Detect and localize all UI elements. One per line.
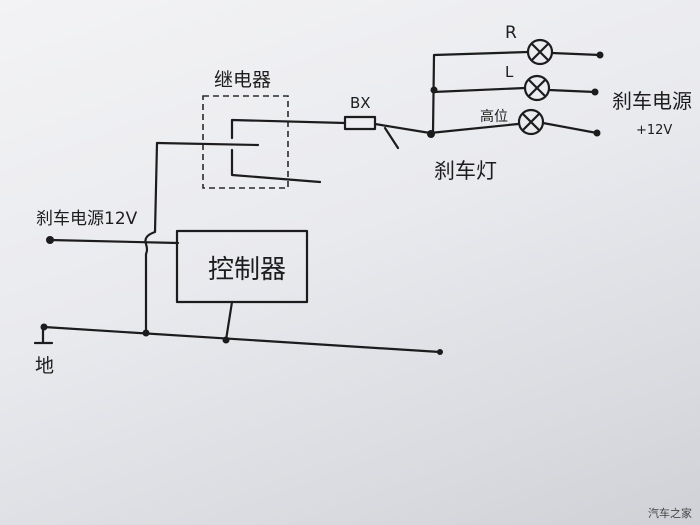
terminal-dot xyxy=(46,236,54,244)
brake-light-label: 刹车灯 xyxy=(434,159,497,183)
lamp-supply-wires xyxy=(541,51,602,135)
junction-dot xyxy=(142,329,150,337)
relay-contact-wire xyxy=(230,148,322,184)
junction-dot xyxy=(222,336,230,344)
lamp-l-icon xyxy=(523,74,551,102)
lamp-l-label: L xyxy=(505,63,514,81)
ground-label: 地 xyxy=(35,355,54,377)
brake-power-left-label: 刹车电源12V xyxy=(36,209,138,229)
lamp-high-icon xyxy=(517,108,545,136)
lamp-bus-wire xyxy=(431,50,530,135)
power-input-wire xyxy=(48,238,180,245)
watermark: 汽车之家 xyxy=(648,507,692,520)
terminal-dot xyxy=(437,349,443,355)
lamp-l-wire xyxy=(431,86,527,94)
relay-label: 继电器 xyxy=(214,69,271,91)
ground-symbol-icon xyxy=(33,326,54,345)
controller-ground-wire xyxy=(224,300,234,342)
junction-dot xyxy=(430,86,438,94)
relay-output-wire xyxy=(230,118,347,140)
lamp-high-label: 高位 xyxy=(480,108,508,125)
brake-power-right-label: 刹车电源 xyxy=(612,89,692,113)
relay-box xyxy=(202,95,289,189)
relay-coil-ground-wire xyxy=(144,141,159,335)
fuse-symbol xyxy=(343,115,377,131)
junction-dot xyxy=(427,130,435,138)
fuse-label: BX xyxy=(350,94,371,112)
terminal-dot xyxy=(593,129,601,137)
fuse-to-lamps-wire xyxy=(373,122,432,135)
terminal-dot xyxy=(596,51,604,59)
ground-wire xyxy=(42,325,442,354)
lamp-r-label: R xyxy=(505,23,517,43)
controller-box xyxy=(175,229,309,304)
terminal-dot xyxy=(591,88,599,96)
lamp-r-icon xyxy=(526,38,554,66)
wire-tick xyxy=(383,126,400,150)
brake-power-right-voltage: +12V xyxy=(636,123,672,138)
lamp-high-wire xyxy=(428,122,520,135)
controller-label: 控制器 xyxy=(208,255,286,285)
relay-coil-wire xyxy=(155,141,260,147)
